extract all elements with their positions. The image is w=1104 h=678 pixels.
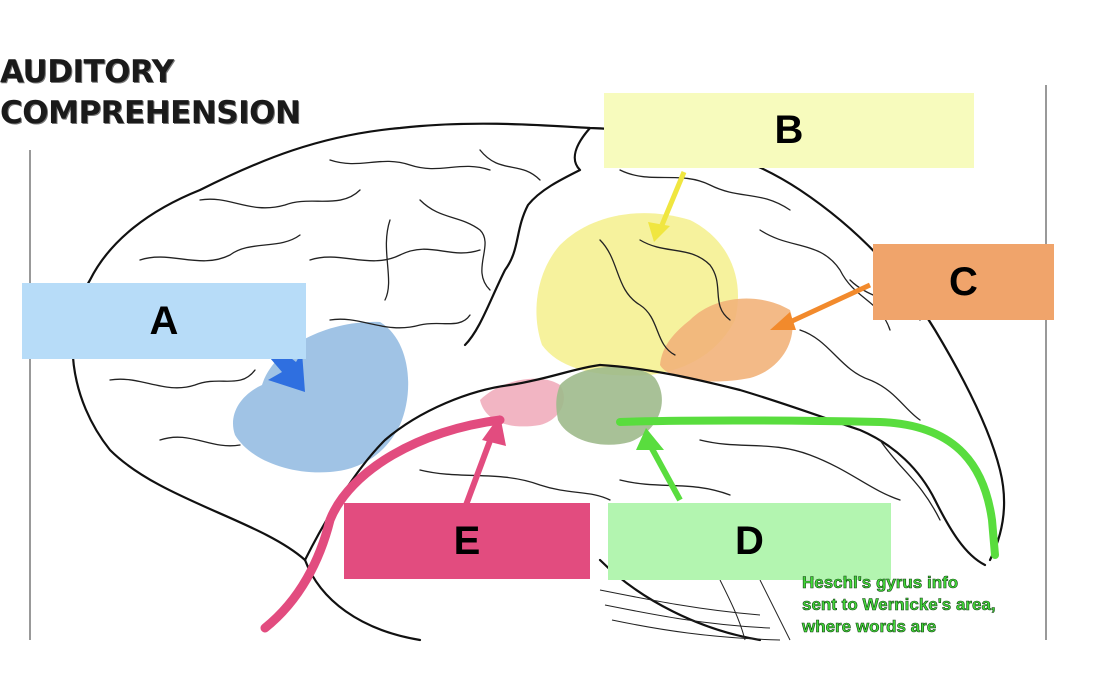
label-e-text: E <box>453 518 481 563</box>
label-a-text: A <box>149 298 179 343</box>
label-box-d[interactable]: D <box>608 503 891 580</box>
heschl-note: Heschl's gyrus info sent to Wernicke's a… <box>802 572 1062 638</box>
region-blue <box>233 321 409 473</box>
blue-arrow <box>268 348 305 392</box>
label-box-e[interactable]: E <box>344 503 590 579</box>
region-orange <box>660 298 793 382</box>
label-c-text: C <box>949 259 978 304</box>
label-d-text: D <box>735 519 764 563</box>
pink-arrow <box>260 415 506 633</box>
title-line-1: AUDITORY <box>0 54 174 90</box>
yellow-arrow <box>648 171 687 242</box>
cerebellum <box>599 579 791 641</box>
label-box-b[interactable]: B <box>604 93 974 168</box>
label-box-c[interactable]: C <box>873 244 1054 320</box>
note-line-2: sent to Wernicke's area, <box>802 595 996 615</box>
diagram-title: AUDITORY COMPREHENSION <box>0 52 301 134</box>
label-b-text: B <box>774 108 804 152</box>
title-line-2: COMPREHENSION <box>0 95 301 131</box>
orange-arrow <box>770 282 872 330</box>
label-box-a[interactable]: A <box>22 283 306 359</box>
note-line-1: Heschl's gyrus info <box>802 573 959 593</box>
green-arrow <box>616 416 999 559</box>
region-pink <box>480 378 564 427</box>
note-line-3: where words are <box>802 617 937 637</box>
